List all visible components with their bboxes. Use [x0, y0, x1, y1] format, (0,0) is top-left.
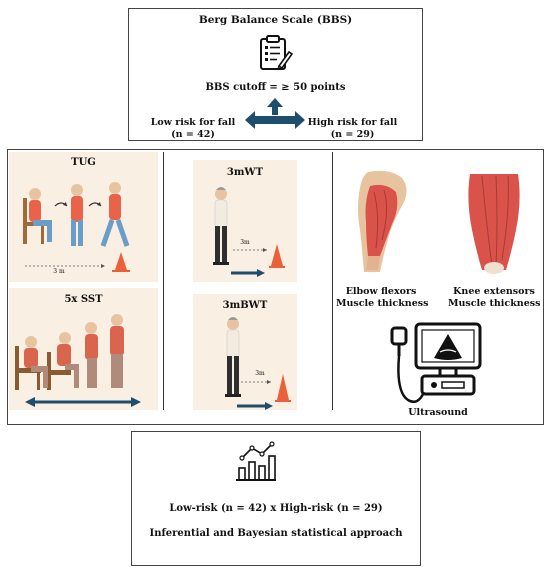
- ultrasound-machine-icon: [390, 322, 482, 403]
- elbow-flexors-label: Elbow flexors: [345, 286, 417, 297]
- bbs-title: Berg Balance Scale (BBS): [198, 14, 353, 26]
- knee-extensors-thickness: Muscle thickness: [448, 298, 541, 309]
- high-risk-n: (n = 29): [330, 129, 375, 140]
- sst-title: 5x SST: [64, 294, 103, 305]
- wt-illustration: [213, 187, 285, 277]
- divider-right: [332, 152, 333, 410]
- knee-extensors-label: Knee extensors: [453, 286, 535, 297]
- tug-distance: 3 m: [53, 268, 65, 275]
- wt-title: 3mWT: [226, 167, 264, 178]
- statistics-box: [131, 431, 421, 566]
- ultrasound-label: Ultrasound: [408, 407, 468, 418]
- divider-left: [163, 152, 164, 410]
- split-arrow-icon: [245, 98, 305, 129]
- low-risk-n: (n = 42): [171, 129, 215, 140]
- tug-illustration: [23, 182, 130, 272]
- wt-distance: 3m: [240, 239, 250, 246]
- chart-analysis-icon: [236, 441, 276, 481]
- bwt-illustration: [225, 317, 291, 410]
- bbs-cutoff: BBS cutoff = ≥ 50 points: [205, 82, 346, 93]
- elbow-flexors-thickness: Muscle thickness: [336, 298, 429, 309]
- tug-title: TUG: [71, 157, 96, 168]
- group-comparison: Low-risk (n = 42) x High-risk (n = 29): [169, 503, 383, 514]
- elbow-flexors-muscle-icon: [358, 170, 407, 272]
- bwt-title: 3mBWT: [222, 300, 268, 311]
- clipboard-icon: [260, 35, 294, 71]
- high-risk-label: High risk for fall: [307, 117, 398, 128]
- statistical-approach: Inferential and Bayesian statistical app…: [149, 528, 403, 539]
- low-risk-label: Low risk for fall: [150, 117, 236, 128]
- sst-illustration: [15, 314, 141, 407]
- bwt-distance: 3m: [255, 370, 265, 377]
- knee-extensors-muscle-icon: [468, 174, 520, 274]
